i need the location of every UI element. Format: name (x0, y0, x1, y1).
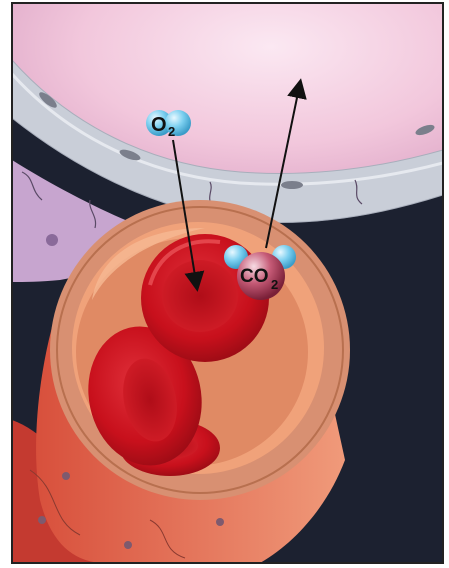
red-blood-cell (141, 234, 269, 362)
endothelial-nucleus (38, 516, 46, 524)
oxygen-label: O (151, 114, 167, 136)
endothelial-nucleus (216, 518, 224, 526)
wall-cell-nucleus (281, 181, 303, 189)
cell-nucleus (46, 234, 58, 246)
carbon-dioxide-subscript: 2 (271, 277, 278, 292)
endothelial-nucleus (62, 472, 70, 480)
oxygen-subscript: 2 (168, 124, 175, 139)
carbon-dioxide-label: CO (240, 266, 269, 287)
endothelial-nucleus (124, 541, 132, 549)
